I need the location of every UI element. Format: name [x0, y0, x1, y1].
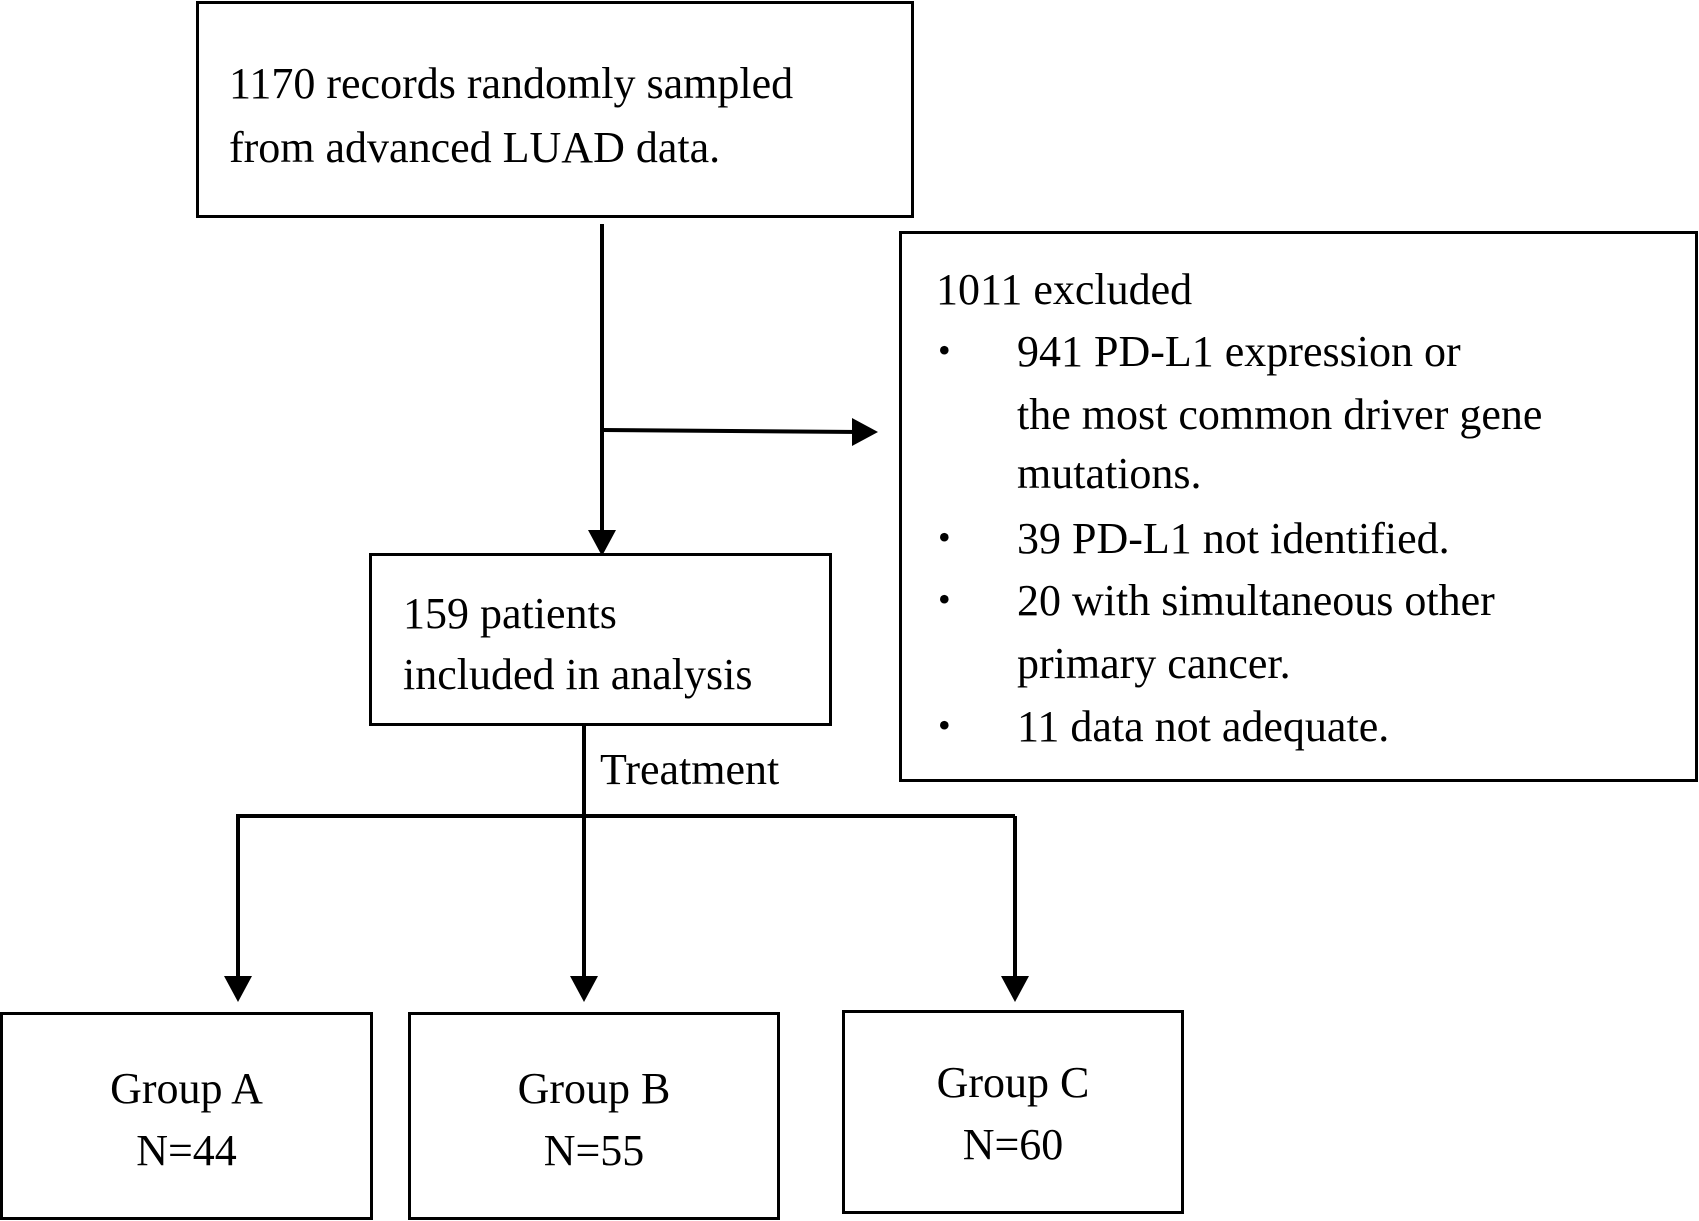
excluded-item-1-line-2: the most common driver gene	[1017, 390, 1543, 439]
group-c-name: Group C	[936, 1058, 1090, 1107]
excluded-item-3-line-1: 20 with simultaneous other	[1017, 576, 1495, 625]
excluded-item-1-line-1: 941 PD-L1 expression or	[1017, 327, 1461, 376]
start-box-line-2: from advanced LUAD data.	[229, 123, 721, 172]
group-a-box: Group A N=44	[0, 1012, 373, 1220]
group-a-count: N=44	[136, 1126, 237, 1175]
excluded-title: 1011 excluded	[936, 265, 1193, 314]
arrowhead-group-b	[570, 976, 598, 1002]
arrowhead-included	[588, 530, 616, 556]
included-box-line-1: 159 patients	[403, 589, 617, 638]
group-b-name: Group B	[517, 1064, 671, 1113]
group-c-count: N=60	[962, 1120, 1064, 1169]
arrowhead-excluded	[852, 418, 878, 446]
group-a-name: Group A	[110, 1064, 263, 1113]
group-c-box: Group C N=60	[842, 1010, 1184, 1214]
excluded-item-4-line-1: 11 data not adequate.	[1017, 702, 1390, 751]
bullet-4: •	[938, 705, 951, 745]
group-b-count: N=55	[543, 1126, 645, 1175]
treatment-label: Treatment	[600, 745, 780, 794]
arrowhead-group-c	[1001, 976, 1029, 1002]
connector-to-excluded	[601, 428, 861, 434]
excluded-item-1-line-3: mutations.	[1017, 449, 1202, 498]
included-box: 159 patients included in analysis	[369, 553, 832, 726]
included-box-line-2: included in analysis	[403, 650, 753, 699]
arrowhead-group-a	[224, 976, 252, 1002]
start-box: 1170 records randomly sampled from advan…	[196, 1, 914, 218]
excluded-item-2-line-1: 39 PD-L1 not identified.	[1017, 514, 1450, 563]
bullet-2: •	[938, 517, 951, 557]
group-b-box: Group B N=55	[408, 1012, 780, 1220]
start-box-line-1: 1170 records randomly sampled	[229, 59, 794, 108]
bullet-3: •	[938, 579, 951, 619]
bullet-1: •	[938, 330, 951, 370]
excluded-item-3-line-2: primary cancer.	[1017, 639, 1291, 688]
excluded-box: 1011 excluded • 941 PD-L1 expression or …	[899, 231, 1698, 782]
